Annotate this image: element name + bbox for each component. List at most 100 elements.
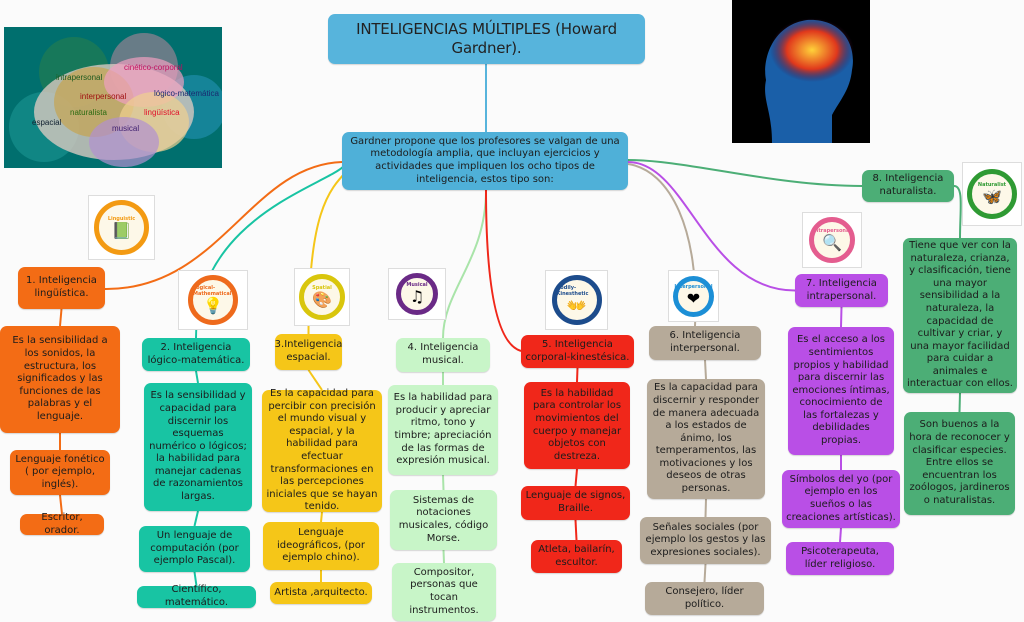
branch-connector bbox=[627, 161, 796, 292]
brain-image: intrapersonal cinético-corporal interper… bbox=[4, 27, 222, 168]
badge-label: Intrapersonal bbox=[812, 228, 852, 234]
description-node: Es el acceso a los sentimientos propios … bbox=[788, 327, 894, 455]
badge-ring: Bodily-Kinesthetic 👐 bbox=[551, 275, 602, 325]
description-node: Es la habilidad para producir y apreciar… bbox=[388, 385, 498, 475]
brain-label: espacial bbox=[32, 118, 62, 127]
description-node: Tiene que ver con la naturaleza, crianza… bbox=[903, 238, 1017, 393]
badge-bodily-kinesthetic: Bodily-Kinesthetic 👐 bbox=[545, 270, 608, 330]
example-node: Sistemas de notaciones musicales, código… bbox=[390, 490, 497, 550]
brain-label: lógico-matemática bbox=[154, 89, 219, 98]
brain-label: interpersonal bbox=[80, 92, 126, 101]
lightbulb-icon: 💡 bbox=[203, 296, 223, 315]
brain-label: naturalista bbox=[70, 108, 107, 117]
chain-connector bbox=[576, 367, 579, 383]
badge-intrapersonal: Intrapersonal 🔍 bbox=[802, 212, 862, 268]
chain-connector bbox=[704, 359, 707, 380]
intro-node: Gardner propone que los profesores se va… bbox=[342, 132, 628, 190]
branch-connector bbox=[442, 189, 487, 339]
heart-icon: ❤ bbox=[686, 289, 701, 308]
brain-label: lingüística bbox=[144, 108, 180, 117]
chain-connector bbox=[193, 510, 199, 527]
badge-logical-mathematical: Logical-Mathematical 💡 bbox=[178, 270, 248, 330]
example-node: Un lenguaje de computación (por ejemplo … bbox=[139, 526, 250, 572]
example-node: Científico, matemático. bbox=[137, 584, 256, 608]
chain-connector bbox=[840, 306, 843, 328]
example-node: Atleta, bailarín, escultor. bbox=[531, 540, 622, 573]
book-icon: 📗 bbox=[111, 220, 132, 240]
badge-spatial: Spatial 🎨 bbox=[294, 268, 350, 326]
chain-connector bbox=[958, 392, 961, 413]
badge-naturalist: Naturalist 🦋 bbox=[962, 162, 1022, 226]
example-node: Lenguaje fonético ( por ejemplo, inglés)… bbox=[10, 450, 110, 495]
brain-label: musical bbox=[112, 124, 139, 133]
intelligence-node-5: 5. Inteligencia corporal-kinestésica. bbox=[521, 335, 634, 368]
description-node: Es la sensibilidad a los sonidos, la est… bbox=[0, 326, 120, 433]
chain-connector bbox=[307, 369, 323, 391]
music-note-icon: ♫ bbox=[409, 287, 425, 306]
chain-connector bbox=[195, 370, 199, 384]
hands-icon: 👐 bbox=[566, 296, 587, 315]
example-node: Escritor, orador. bbox=[20, 512, 104, 536]
intelligence-node-4: 4. Inteligencia musical. bbox=[396, 338, 490, 372]
example-node: Psicoterapeuta, líder religioso. bbox=[786, 542, 894, 575]
example-node: Consejero, líder político. bbox=[645, 582, 764, 615]
palette-icon: 🎨 bbox=[312, 290, 332, 309]
badge-linguistic: Linguistic 📗 bbox=[88, 195, 155, 260]
chain-connector bbox=[442, 549, 445, 564]
head-image bbox=[732, 0, 870, 143]
example-node: Señales sociales (por ejemplo los gestos… bbox=[640, 517, 771, 564]
chain-connector bbox=[703, 563, 707, 583]
chain-connector bbox=[193, 571, 198, 587]
chain-connector bbox=[59, 308, 63, 327]
description-node: Es la habilidad para controlar los movim… bbox=[524, 382, 630, 469]
mirror-icon: 🔍 bbox=[822, 233, 842, 252]
badge-label: Interpersonal bbox=[674, 284, 713, 290]
chain-connector bbox=[574, 468, 578, 487]
example-node: Lenguaje ideográficos, (por ejemplo chin… bbox=[263, 522, 379, 570]
description-node: Es la sensibilidad y capacidad para disc… bbox=[144, 383, 252, 511]
branch-connector bbox=[627, 159, 863, 187]
chain-connector bbox=[953, 185, 962, 239]
badge-musical: Musical ♫ bbox=[388, 268, 446, 320]
description-node: Es la capacidad para percibir con precis… bbox=[262, 388, 382, 512]
badge-label: Naturalist bbox=[977, 182, 1007, 188]
intelligence-node-8: 8. Inteligencia naturalista. bbox=[862, 170, 954, 202]
badge-label: Linguistic bbox=[107, 215, 136, 222]
butterfly-icon: 🦋 bbox=[982, 187, 1002, 206]
brain-label: cinético-corporal bbox=[124, 63, 183, 72]
chain-connector bbox=[442, 474, 445, 491]
badge-ring: Interpersonal ❤ bbox=[673, 275, 714, 317]
badge-ring: Logical-Mathematical 💡 bbox=[188, 275, 238, 325]
map-title: INTELIGENCIAS MÚLTIPLES (Howard Gardner)… bbox=[328, 14, 645, 64]
badge-ring: Linguistic 📗 bbox=[94, 200, 149, 255]
intelligence-node-1: 1. Inteligencia lingüística. bbox=[18, 267, 105, 309]
description-node: Es la capacidad para discernir y respond… bbox=[647, 379, 765, 499]
badge-ring: Naturalist 🦋 bbox=[967, 169, 1017, 219]
chain-connector bbox=[839, 527, 842, 543]
intelligence-node-7: 7. Inteligencia intrapersonal. bbox=[795, 274, 888, 307]
example-node: Símbolos del yo (por ejemplo en los sueñ… bbox=[782, 470, 900, 528]
badge-interpersonal: Interpersonal ❤ bbox=[668, 270, 719, 322]
example-node: Artista ,arquitecto. bbox=[270, 582, 372, 604]
chain-connector bbox=[704, 498, 707, 518]
badge-label: Musical bbox=[406, 282, 428, 288]
intelligence-node-2: 2. Inteligencia lógico-matemática. bbox=[142, 338, 250, 371]
branch-connector bbox=[104, 161, 343, 291]
chain-connector bbox=[59, 494, 63, 515]
badge-label: Bodily-Kinesthetic bbox=[556, 285, 589, 297]
example-node: Son buenos a la hora de reconocer y clas… bbox=[904, 412, 1015, 515]
example-node: Compositor, personas que tocan instrumen… bbox=[392, 563, 496, 621]
badge-ring: Musical ♫ bbox=[396, 273, 438, 315]
intelligence-node-6: 6. Inteligencia interpersonal. bbox=[649, 326, 761, 360]
chain-connector bbox=[574, 519, 578, 541]
branch-connector bbox=[485, 189, 522, 352]
badge-label: Logical-Mathematical bbox=[193, 285, 232, 297]
chain-connector bbox=[320, 511, 323, 523]
example-node: Lenguaje de signos, Braille. bbox=[521, 486, 630, 520]
intelligence-node-3: 3.Inteligencia espacial. bbox=[275, 334, 342, 370]
badge-label: Spatial bbox=[312, 285, 332, 291]
badge-ring: Spatial 🎨 bbox=[299, 274, 345, 320]
glowing-brain-head-illustration bbox=[765, 18, 854, 143]
brain-illustration: intrapersonal cinético-corporal interper… bbox=[9, 33, 222, 167]
badge-ring: Intrapersonal 🔍 bbox=[809, 217, 855, 263]
